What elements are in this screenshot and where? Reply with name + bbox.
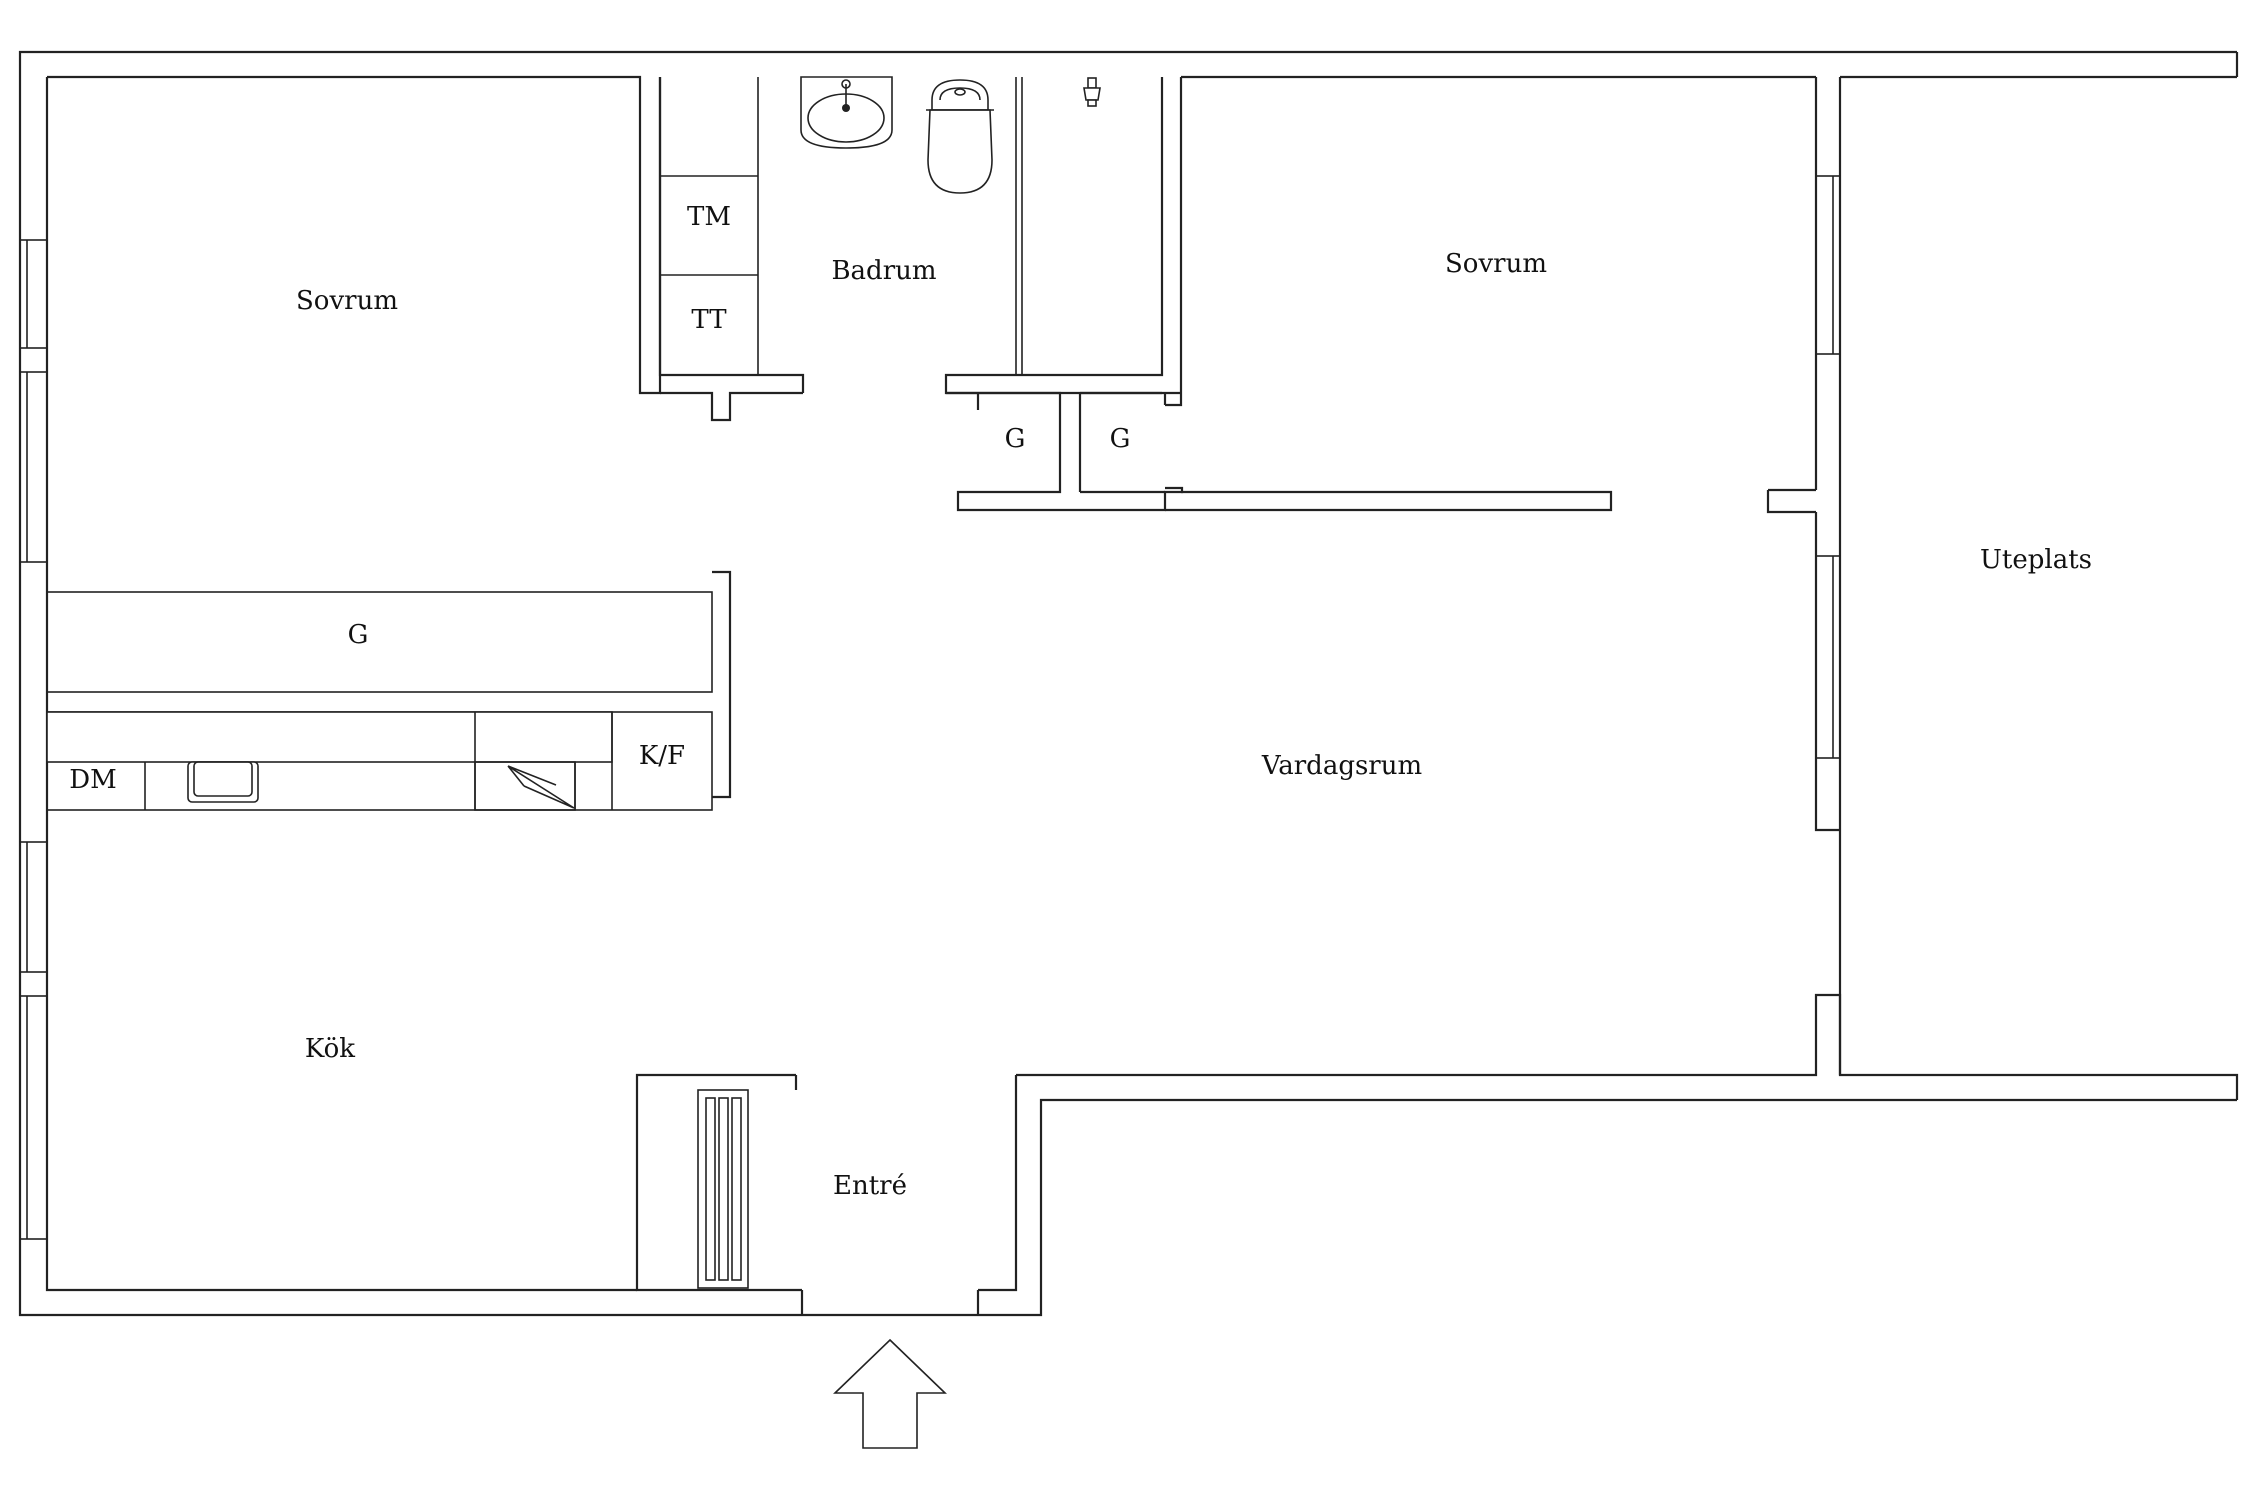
label-bedroom-right: Sovrum <box>1445 249 1547 279</box>
kitchen-wardrobe <box>46 570 732 799</box>
label-patio: Uteplats <box>1980 545 2092 575</box>
shower-icon <box>1083 77 1101 107</box>
label-washing-machine: TM <box>687 202 731 232</box>
kitchen-counter <box>46 711 713 811</box>
windows-right <box>1815 175 1841 759</box>
label-wardrobe-kitchen: G <box>348 620 369 650</box>
label-bathroom: Badrum <box>831 256 936 286</box>
stove-icon <box>474 761 576 811</box>
exterior-walls <box>18 50 2239 1317</box>
label-wardrobe-hall-2: G <box>1110 424 1131 454</box>
bathroom-walls <box>658 77 1181 422</box>
label-living-room: Vardagsrum <box>1261 751 1422 781</box>
windows-left <box>19 239 48 1240</box>
label-hall: Entré <box>833 1171 907 1201</box>
hall-wardrobes <box>946 391 1613 512</box>
label-dishwasher: DM <box>69 765 116 795</box>
label-fridge-freezer: K/F <box>639 741 685 771</box>
entry-arrow-icon <box>833 1338 947 1449</box>
toilet-icon <box>926 79 994 194</box>
radiator-icon <box>697 1089 749 1289</box>
kitchen-sink-icon <box>187 761 259 803</box>
label-kitchen: Kök <box>305 1034 355 1064</box>
sink-icon <box>800 76 893 149</box>
room-labels: Sovrum Badrum Sovrum Uteplats Vardagsrum… <box>69 202 2092 1201</box>
label-tumble-dryer: TT <box>691 305 727 335</box>
label-wardrobe-hall-1: G <box>1005 424 1026 454</box>
label-bedroom-left: Sovrum <box>296 286 398 316</box>
